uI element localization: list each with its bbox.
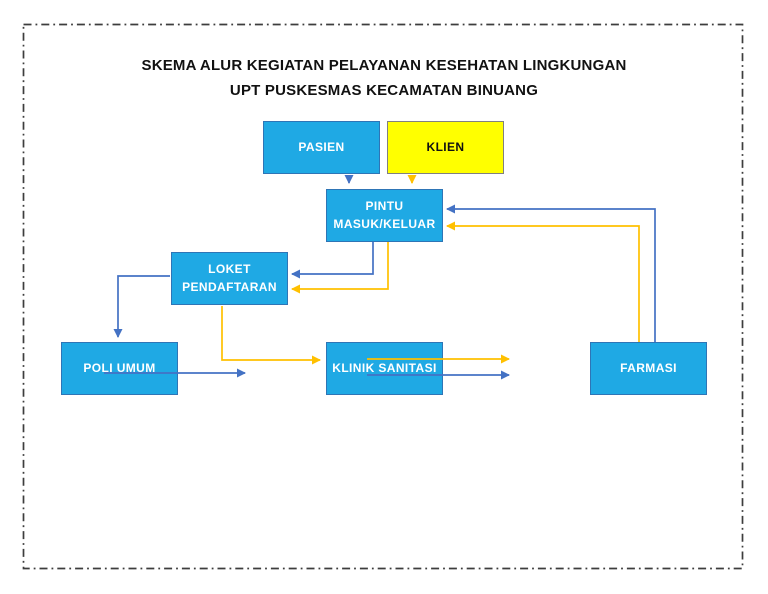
node-farmasi: FARMASI	[590, 342, 707, 395]
node-klien-label: KLIEN	[426, 139, 465, 154]
node-klien: KLIEN	[387, 121, 504, 174]
arrow-farmasi-to-pintu-blue	[446, 204, 656, 342]
node-klinik-label: KLINIK SANITASI	[332, 360, 437, 375]
arrow-pintu-to-loket-yellow	[291, 242, 389, 294]
node-pintu-label-line2: MASUK/KELUAR	[333, 216, 436, 231]
node-loket-label-line2: PENDAFTARAN	[182, 279, 277, 294]
arrow-pintu-to-loket-blue	[291, 242, 374, 279]
node-poli-label: POLI UMUM	[83, 360, 156, 375]
node-pintu-masuk-keluar: PINTU MASUK/KELUAR	[326, 189, 443, 242]
page-title-line1: SKEMA ALUR KEGIATAN PELAYANAN KESEHATAN …	[141, 57, 627, 74]
node-pasien-label: PASIEN	[298, 139, 345, 154]
page-title-line2: UPT PUSKESMAS KECAMATAN BINUANG	[229, 81, 539, 99]
node-klinik-sanitasi: KLINIK SANITASI	[326, 342, 443, 395]
page-dashdot-border	[22, 23, 744, 570]
arrow-loket-to-poli-umum	[113, 275, 170, 338]
arrow-farmasi-to-pintu-yellow	[446, 221, 640, 342]
page-title: SKEMA ALUR KEGIATAN PELAYANAN KESEHATAN …	[24, 54, 744, 104]
node-pintu-label-line1: PINTU	[365, 199, 404, 214]
node-pasien: PASIEN	[263, 121, 380, 174]
arrow-loket-to-klinik-sanitasi	[221, 306, 321, 365]
node-poli-umum: POLI UMUM	[61, 342, 178, 395]
node-farmasi-label: FARMASI	[620, 360, 677, 375]
node-loket-label-line1: LOKET	[208, 262, 251, 277]
node-loket-pendaftaran: LOKET PENDAFTARAN	[171, 252, 288, 305]
